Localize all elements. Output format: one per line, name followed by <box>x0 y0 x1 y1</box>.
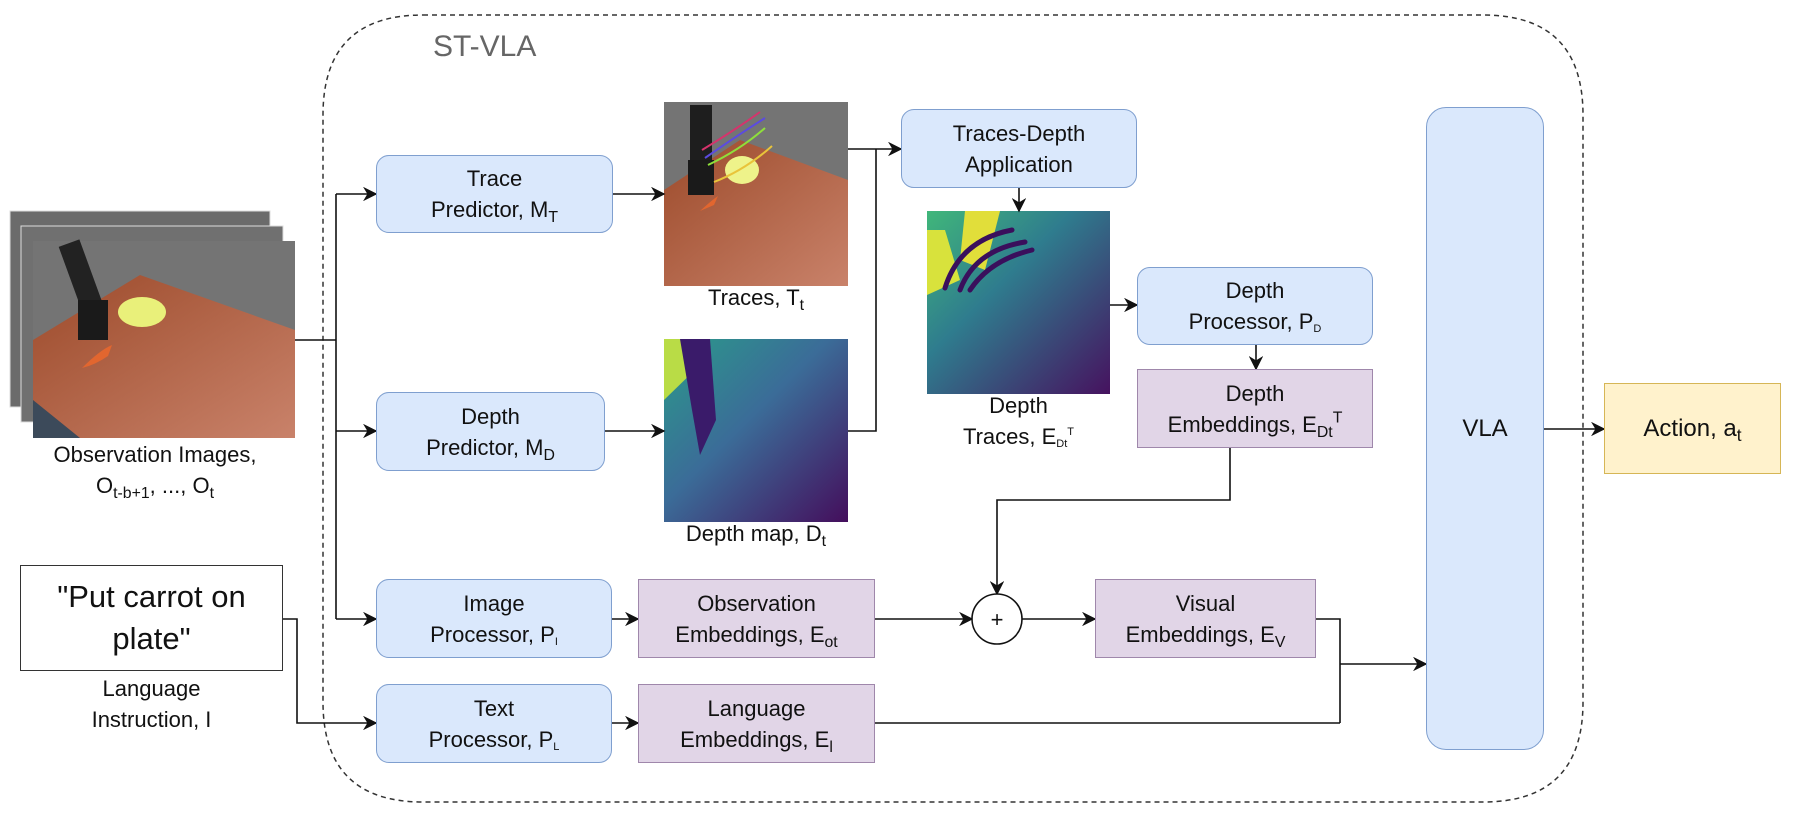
text-processor-line2: Processor, PL <box>429 724 560 755</box>
depth-map-label: Depth map, Dt <box>640 518 872 549</box>
depth-processor-line1: Depth <box>1225 278 1285 303</box>
observation-images-label: Observation Images, Ot-b+1, ..., Ot <box>10 439 300 501</box>
observation-images <box>9 210 295 438</box>
depth-embeddings-subscript: Dt <box>1316 423 1333 441</box>
trace-predictor-line1: Trace <box>466 166 523 191</box>
fusion-symbol: + <box>991 607 1004 632</box>
visual-embeddings-line2: Embeddings, EV <box>1126 619 1286 650</box>
depth-processor-line2: Processor, PD <box>1189 306 1322 337</box>
traces-depth-application-box: Traces-Depth Application <box>901 109 1137 188</box>
depth-embeddings-box: Depth Embeddings, EDtT <box>1137 369 1373 448</box>
language-embeddings-line1: Language <box>707 695 806 721</box>
traces-label: Traces, Tt <box>640 282 872 313</box>
image-processor-line1: Image <box>463 590 525 616</box>
depth-processor-box: Depth Processor, PD <box>1137 267 1373 345</box>
observation-embeddings-line1: Observation <box>697 590 816 616</box>
obs-subscript-end: t <box>209 484 214 502</box>
instruction-text-line2: plate" <box>112 621 191 656</box>
depth-predictor-subscript: D <box>543 446 555 464</box>
edge-visual-to-merge <box>1316 618 1341 723</box>
image-processor-text: Processor, P <box>430 621 555 647</box>
image-processor-line2: Processor, PI <box>430 619 558 650</box>
edge-depth-embeddings-to-fusion <box>989 448 1231 596</box>
visual-embeddings-subscript: V <box>1274 633 1286 651</box>
depth-traces-label-line1: Depth <box>989 393 1048 418</box>
edge-instruction-to-text-processor <box>283 618 378 731</box>
depth-predictor-line2: Predictor, MD <box>426 432 555 463</box>
traces-depth-application-line1: Traces-Depth <box>952 120 1086 146</box>
fusion-node <box>971 593 1023 645</box>
traces-label-text: Traces, T <box>707 285 800 310</box>
diagram-title: ST-VLA <box>433 30 537 63</box>
depth-embeddings-line1: Depth <box>1225 380 1285 406</box>
depth-traces-subscript: Dt <box>1056 437 1068 450</box>
image-processor-subscript: I <box>554 635 558 648</box>
text-processor-subscript: L <box>553 740 560 753</box>
obs-symbol-start: O <box>96 473 114 498</box>
instruction-label-line1: Language <box>102 676 201 701</box>
observation-embeddings-text: Embeddings, E <box>675 621 825 647</box>
trace-predictor-subscript: T <box>548 208 559 226</box>
depth-processor-subscript: D <box>1313 322 1322 335</box>
depth-predictor-line1: Depth <box>461 403 520 429</box>
depth-embeddings-superscript: T <box>1332 409 1343 426</box>
observation-label-line2: Ot-b+1, ..., Ot <box>10 470 300 501</box>
depth-map-label-subscript: t <box>821 532 827 550</box>
instruction-label-line2: Instruction, I <box>91 707 212 732</box>
depth-predictor-text: Predictor, M <box>426 434 544 460</box>
observation-label-line1: Observation Images, <box>53 442 257 467</box>
vla-label: VLA <box>1462 415 1508 442</box>
language-embeddings-box: Language Embeddings, El <box>638 684 875 763</box>
action-label: Action, at <box>1643 413 1741 444</box>
depth-traces-label-line2: Traces, EDtT <box>900 421 1137 452</box>
observation-embeddings-box: Observation Embeddings, Eot <box>638 579 875 658</box>
st-vla-frame <box>322 14 1584 803</box>
action-label-subscript: t <box>1736 425 1742 446</box>
edge-depth-map-to-application <box>848 149 877 432</box>
depth-predictor-box: Depth Predictor, MD <box>376 392 605 471</box>
visual-embeddings-text: Embeddings, E <box>1125 621 1275 647</box>
depth-map-image <box>664 339 848 522</box>
text-processor-line1: Text <box>473 695 515 721</box>
language-embeddings-line2: Embeddings, El <box>680 724 833 755</box>
trace-predictor-line2: Predictor, MT <box>431 194 558 225</box>
obs-subscript-start: t-b+1 <box>113 484 150 502</box>
traces-image <box>664 102 848 286</box>
visual-embeddings-box: Visual Embeddings, EV <box>1095 579 1316 658</box>
image-processor-box: Image Processor, PI <box>376 579 612 658</box>
depth-map-label-text: Depth map, D <box>685 521 822 546</box>
depth-traces-label: Depth Traces, EDtT <box>900 390 1137 452</box>
depth-embeddings-text: Embeddings, E <box>1167 411 1317 437</box>
instruction-text-line1: "Put carrot on <box>57 579 246 614</box>
visual-embeddings-line1: Visual <box>1175 590 1236 616</box>
text-processor-box: Text Processor, PL <box>376 684 612 763</box>
instruction-label: Language Instruction, I <box>20 673 283 735</box>
traces-label-subscript: t <box>799 296 805 314</box>
depth-traces-image <box>927 211 1110 394</box>
observation-embeddings-subscript: ot <box>824 633 838 651</box>
depth-embeddings-line2: Embeddings, EDtT <box>1168 409 1343 440</box>
action-label-text: Action, a <box>1643 415 1737 442</box>
language-embeddings-subscript: l <box>829 738 833 756</box>
depth-traces-label-text: Traces, E <box>962 424 1057 449</box>
vla-box: VLA <box>1426 107 1544 750</box>
language-embeddings-text: Embeddings, E <box>680 726 830 752</box>
observation-embeddings-line2: Embeddings, Eot <box>675 619 837 650</box>
action-box: Action, at <box>1604 383 1781 474</box>
trace-predictor-text: Predictor, M <box>430 197 549 222</box>
trace-predictor-box: Trace Predictor, MT <box>376 155 613 233</box>
obs-ellipsis: , ..., <box>149 473 193 498</box>
instruction-box: "Put carrot on plate" <box>20 565 283 671</box>
obs-symbol-end: O <box>192 473 210 498</box>
depth-processor-text: Processor, P <box>1188 309 1314 334</box>
traces-depth-application-line2: Application <box>965 151 1073 177</box>
text-processor-text: Processor, P <box>428 726 554 752</box>
depth-traces-superscript: T <box>1067 426 1075 439</box>
